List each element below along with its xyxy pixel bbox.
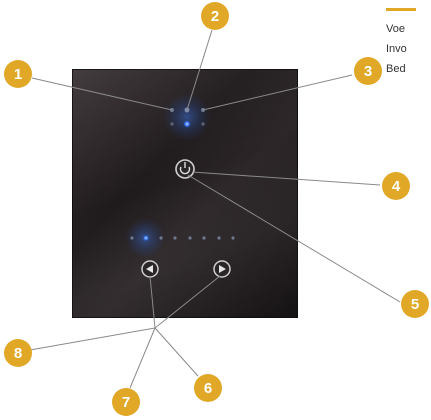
leader-line-8 [29, 327, 156, 351]
led-dot [231, 236, 235, 240]
led-dot [173, 236, 177, 240]
power-button[interactable] [175, 159, 195, 179]
leader-line-6 [154, 327, 199, 377]
callout-badge-8: 8 [4, 339, 32, 367]
led-dot [188, 236, 192, 240]
leader-line-3 [202, 74, 353, 111]
leader-line-7 [129, 327, 156, 389]
callout-number: 8 [14, 345, 22, 362]
next-arrow [219, 265, 226, 273]
led-dot [202, 236, 206, 240]
legend: Voe Invo Bed [383, 8, 431, 98]
previous-arrow [146, 265, 153, 273]
legend-accent-bar [386, 8, 416, 11]
next-button[interactable] [213, 260, 231, 278]
callout-badge-6: 6 [194, 374, 222, 402]
callout-number: 2 [211, 8, 219, 25]
leader-line-1 [31, 77, 173, 111]
callout-badge-5: 5 [401, 290, 429, 318]
top-glow [163, 93, 211, 141]
top-led-cluster [163, 93, 211, 141]
callout-badge-4: 4 [382, 172, 410, 200]
led-dot [130, 236, 134, 240]
led-dot [159, 236, 163, 240]
callout-number: 4 [392, 178, 401, 195]
callout-badge-7: 7 [112, 388, 140, 416]
legend-line: Bed [386, 63, 406, 75]
led-dot-active [183, 120, 191, 128]
callout-number: 3 [364, 63, 372, 80]
power-icon [175, 159, 195, 179]
legend-line: Voe [386, 23, 405, 35]
callout-badge-3: 3 [354, 57, 382, 85]
callout-badge-2: 2 [201, 2, 229, 30]
callout-number: 1 [14, 66, 22, 83]
led-dot [217, 236, 221, 240]
leader-line-5 [187, 174, 401, 303]
leader-line-left-button [149, 275, 156, 329]
led-dot [201, 122, 205, 126]
leader-line-4 [191, 171, 381, 186]
callout-number: 7 [122, 394, 130, 411]
led-dot-active [142, 234, 150, 242]
legend-line: Invo [386, 43, 407, 55]
led-dot [170, 122, 174, 126]
lower-led-row [125, 218, 235, 258]
callout-number: 5 [411, 296, 419, 313]
power-glyph [179, 166, 191, 175]
callout-number: 6 [204, 380, 212, 397]
leader-line-2 [186, 29, 213, 111]
callout-badge-1: 1 [4, 60, 32, 88]
leader-lines [29, 29, 401, 389]
previous-button[interactable] [141, 260, 159, 278]
leader-line-right-button [154, 275, 221, 329]
